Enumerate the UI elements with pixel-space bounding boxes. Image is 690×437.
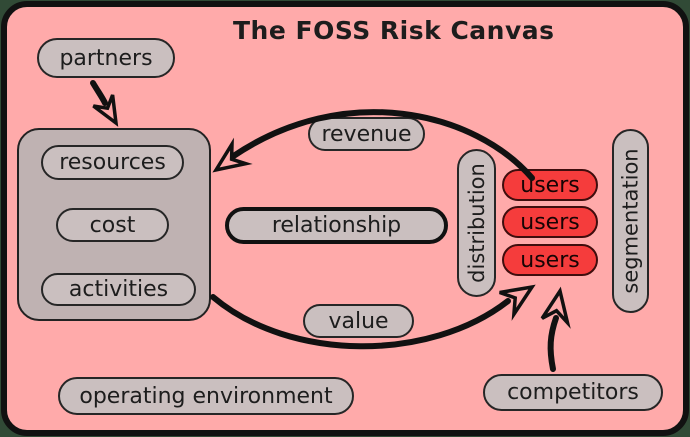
node-partners: partners — [37, 38, 175, 78]
node-value-label: value — [328, 308, 389, 334]
node-cost-label: cost — [89, 212, 136, 238]
node-relationship-label: relationship — [271, 213, 402, 238]
node-competitors-label: competitors — [507, 380, 639, 405]
node-users-1: users — [502, 169, 598, 201]
node-users-3: users — [502, 244, 598, 276]
node-relationship: relationship — [225, 207, 448, 244]
node-segmentation: segmentation — [612, 129, 649, 313]
node-activities: activities — [41, 273, 196, 306]
node-distribution: distribution — [457, 149, 496, 297]
node-revenue-label: revenue — [321, 121, 412, 147]
node-users-3-label: users — [520, 247, 580, 273]
node-users-2-label: users — [520, 209, 580, 235]
node-distribution-label: distribution — [464, 163, 489, 283]
node-resources: resources — [41, 145, 184, 180]
node-value: value — [303, 304, 414, 338]
node-segmentation-label: segmentation — [618, 148, 643, 294]
node-cost: cost — [56, 208, 169, 242]
node-users-1-label: users — [520, 172, 580, 198]
node-resources-label: resources — [59, 150, 166, 175]
node-activities-label: activities — [68, 277, 169, 302]
node-competitors: competitors — [483, 374, 663, 411]
diagram-title: The FOSS Risk Canvas — [233, 16, 555, 45]
node-operating-environment-label: operating environment — [79, 383, 333, 409]
node-partners-label: partners — [59, 45, 153, 71]
node-revenue: revenue — [308, 117, 425, 151]
node-users-2: users — [502, 206, 598, 238]
node-operating-environment: operating environment — [58, 377, 354, 415]
